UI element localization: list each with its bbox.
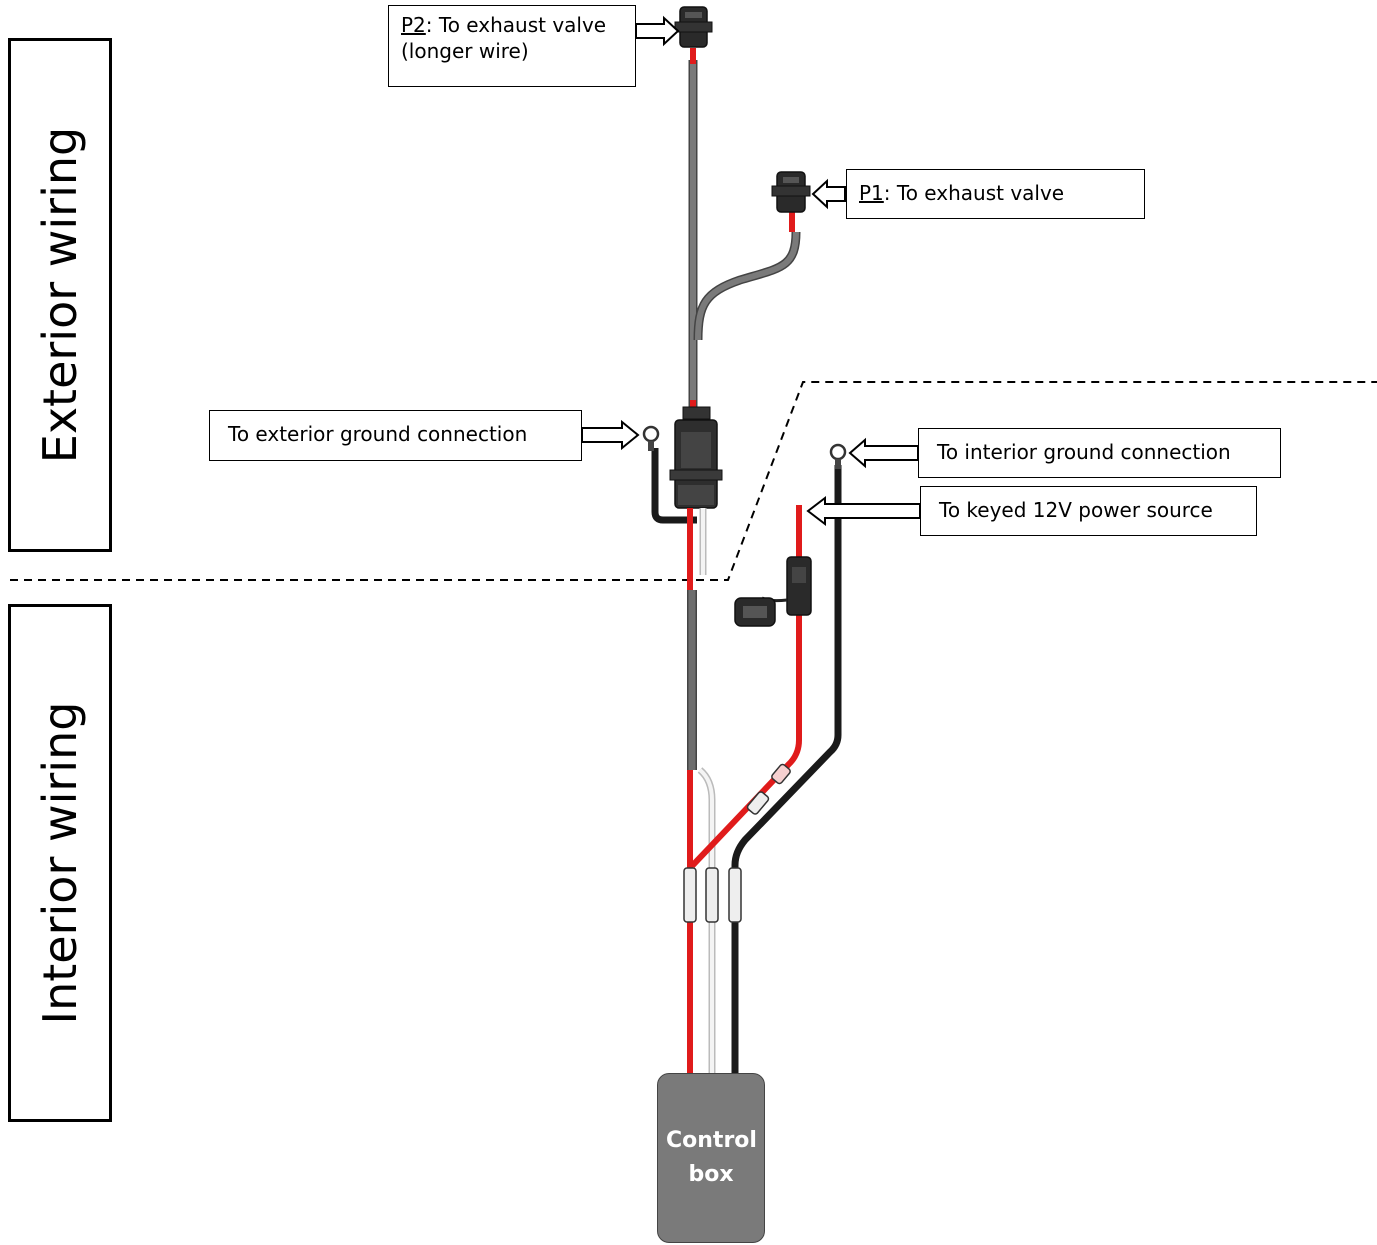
arrow-interior-ground	[848, 437, 919, 469]
p1-harness-sheath	[693, 231, 801, 341]
callout-p1-text: : To exhaust valve	[883, 181, 1065, 205]
callout-interior-ground: To interior ground connection	[918, 428, 1281, 478]
inline-fuse-holder	[734, 556, 812, 627]
interior-section-box: Interior wiring	[8, 604, 112, 1122]
exterior-ground-ring-terminal	[642, 425, 660, 451]
exterior-section-box: Exterior wiring	[8, 38, 112, 552]
arrow-keyed-power	[806, 495, 921, 527]
callout-keyed-power-text: To keyed 12V power source	[939, 498, 1213, 522]
arrow-p2	[635, 15, 680, 47]
control-box: Control box	[657, 1073, 765, 1243]
keyed-power-wire	[689, 505, 802, 869]
callout-exterior-ground: To exterior ground connection	[209, 410, 582, 461]
callout-exterior-ground-text: To exterior ground connection	[228, 422, 528, 446]
callout-p2-tag: P2	[401, 13, 426, 37]
interior-ground-wire	[731, 465, 842, 1075]
callout-p1-tag: P1	[859, 181, 884, 205]
arrow-exterior-ground	[581, 419, 640, 451]
splice-connectors	[683, 763, 791, 923]
callout-p2: P2: To exhaust valve (longer wire)	[388, 5, 636, 87]
main-harness-connector	[669, 400, 723, 509]
callout-keyed-power: To keyed 12V power source	[920, 486, 1257, 536]
control-box-label: Control box	[666, 1128, 757, 1187]
callout-interior-ground-text: To interior ground connection	[937, 440, 1231, 464]
p1-connector	[771, 171, 811, 213]
callout-p2-text: : To exhaust valve (longer wire)	[401, 13, 607, 63]
arrow-p1	[811, 178, 846, 210]
exterior-ground-wire	[651, 448, 697, 524]
p2-connector	[674, 6, 713, 48]
callout-p1: P1: To exhaust valve	[846, 169, 1145, 219]
interior-ground-ring-terminal	[829, 443, 847, 469]
